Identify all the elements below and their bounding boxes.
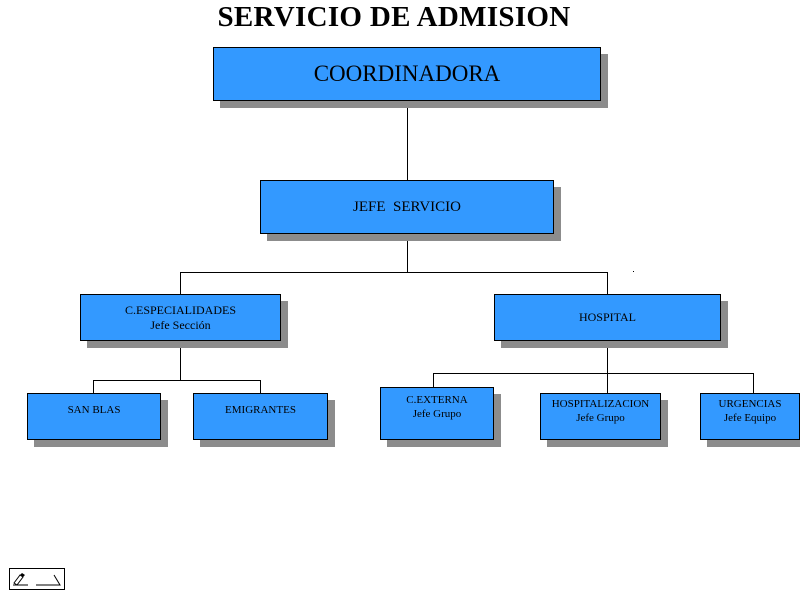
node-jefe-servicio: JEFE SERVICIO [260,180,554,234]
node-externa: C.EXTERNA Jefe Grupo [380,387,494,440]
menu-triangle-icon [32,569,64,589]
slide-navigation-button[interactable] [9,568,65,590]
node-especialidades-sublabel: Jefe Sección [150,317,211,332]
node-hospital-label: HOSPITAL [578,310,637,324]
node-emigrantes: EMIGRANTES [193,393,328,440]
node-urgencias-sublabel: Jefe Equipo [723,411,777,424]
node-emigrantes-label: EMIGRANTES [225,404,296,416]
node-especialidades: C.ESPECIALIDADES Jefe Sección [80,294,281,341]
node-hospital: HOSPITAL [494,294,721,341]
node-externa-label: C.EXTERNA [406,394,468,406]
pen-menu-icon [10,569,32,589]
node-urgencias-label: URGENCIAS [718,398,782,410]
node-hospitalizacion-label: HOSPITALIZACION [551,398,650,410]
page-title: SERVICIO DE ADMISION [217,1,571,33]
node-jefe-servicio-label: JEFE SERVICIO [353,198,461,215]
stray-dot [633,271,634,272]
node-hospitalizacion: HOSPITALIZACION Jefe Grupo [540,393,661,440]
node-coordinadora: COORDINADORA [213,47,601,101]
node-hospitalizacion-sublabel: Jefe Grupo [576,411,625,424]
node-san-blas: SAN BLAS [27,393,161,440]
node-especialidades-label: C.ESPECIALIDADES [124,302,236,317]
node-coordinadora-label: COORDINADORA [313,60,501,86]
node-externa-sublabel: Jefe Grupo [412,407,462,420]
node-san-blas-label: SAN BLAS [67,404,121,416]
node-urgencias: URGENCIAS Jefe Equipo [700,393,800,440]
